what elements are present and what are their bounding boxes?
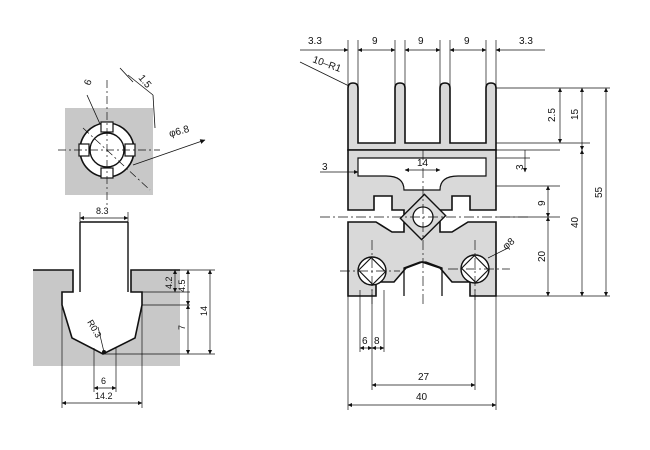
slot-overall-width-label: 14.2 bbox=[95, 391, 113, 401]
slot-detail: 8.3 4.2 4.5 7 14 R0.3 6 14.2 bbox=[33, 206, 215, 408]
profile-wall-thickness-label: 3 bbox=[322, 162, 328, 173]
profile-heatsink-fins bbox=[347, 82, 497, 151]
slot-dimension-lines bbox=[61, 212, 215, 408]
profile-right-15-label: 15 bbox=[570, 108, 581, 120]
profile-right-dims bbox=[487, 87, 610, 297]
slot-depth-label-7: 7 bbox=[177, 325, 187, 330]
profile-bottom-6-label: 6 bbox=[362, 336, 368, 347]
hole-centerlines bbox=[58, 80, 160, 205]
profile-right-55-label: 55 bbox=[594, 186, 605, 198]
slot-stem bbox=[79, 222, 129, 292]
profile-dim-9-c: 9 bbox=[464, 36, 470, 47]
slot-depth-label-4-5: 4.5 bbox=[177, 279, 187, 292]
profile-bottom-dims bbox=[347, 290, 497, 410]
profile-bolt-diameter-label: φ8 bbox=[501, 236, 518, 252]
profile-right-2-5-label: 2.5 bbox=[547, 108, 558, 122]
slot-depth-label-4-2: 4.2 bbox=[164, 276, 174, 289]
profile-bottom-8-label: 8 bbox=[374, 336, 380, 347]
profile-right-3-label: 3 bbox=[515, 164, 526, 170]
profile-fin-radius-label: 10–R1 bbox=[311, 54, 343, 75]
profile-dim-9-a: 9 bbox=[372, 36, 378, 47]
hole-leaders bbox=[86, 67, 206, 166]
slot-bottom-width-label: 6 bbox=[101, 376, 106, 386]
hole-keyway-depth-label: 1.5 bbox=[136, 73, 154, 91]
profile-bottom-27-label: 27 bbox=[418, 372, 430, 383]
slot-radius-label: R0.3 bbox=[85, 318, 103, 339]
profile-bottom-40-label: 40 bbox=[416, 392, 428, 403]
slot-radius-point bbox=[102, 350, 106, 354]
profile-top-dims bbox=[299, 40, 545, 175]
profile-section: 3.3 9 9 9 3.3 10–R1 14 3 3 9 2.5 15 40 5… bbox=[299, 36, 610, 410]
profile-right-20-label: 20 bbox=[537, 250, 548, 262]
hole-angle-label: 6 bbox=[82, 78, 94, 87]
profile-dim-3-3-right: 3.3 bbox=[519, 36, 533, 47]
profile-dim-9-b: 9 bbox=[418, 36, 424, 47]
slot-width-label: 8.3 bbox=[96, 206, 109, 216]
hole-detail: 6 1.5 φ6.8 bbox=[58, 67, 206, 205]
hole-diameter-label: φ6.8 bbox=[168, 124, 191, 140]
profile-dim-3-3-left: 3.3 bbox=[308, 36, 322, 47]
profile-cavity-width-label: 14 bbox=[417, 158, 429, 169]
profile-right-9-label: 9 bbox=[537, 200, 548, 206]
profile-right-40-label: 40 bbox=[570, 216, 581, 228]
slot-total-depth-label: 14 bbox=[199, 306, 209, 316]
slot-hatch-material bbox=[33, 270, 180, 366]
profile-cavity bbox=[357, 157, 487, 191]
